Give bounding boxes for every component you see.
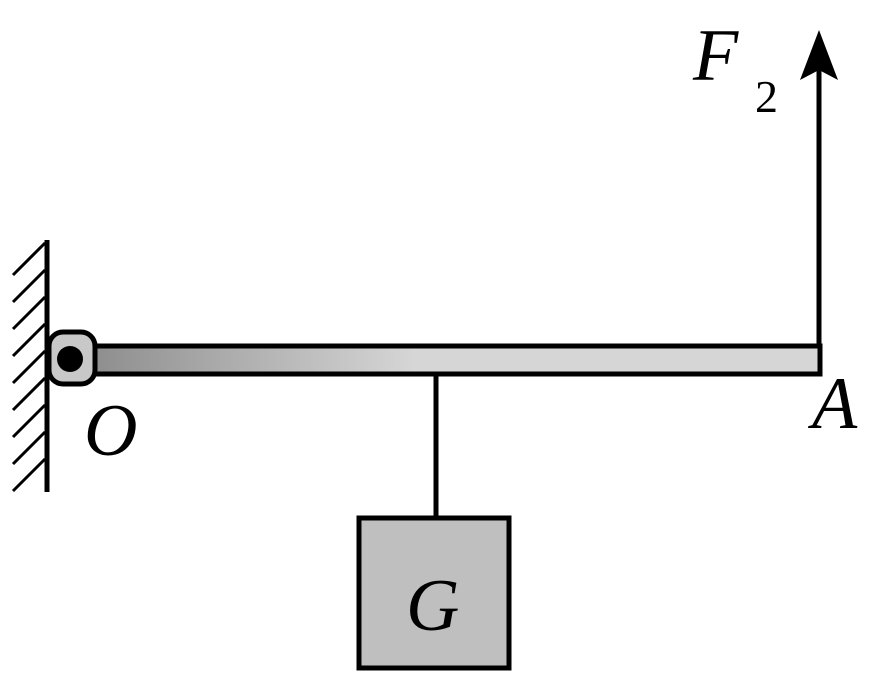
wall (11, 240, 50, 493)
lever-bar (81, 343, 823, 377)
label-pivot-O: O (84, 390, 137, 472)
pivot-pin (57, 346, 83, 372)
force-arrow-head (800, 30, 838, 80)
label-end-A: A (807, 363, 858, 445)
weight-block (356, 515, 512, 671)
pivot-hinge (46, 329, 98, 387)
label-force-F: F (692, 15, 739, 97)
label-weight-G: G (406, 565, 459, 647)
wall-hatching (11, 241, 47, 493)
force-arrow (800, 30, 838, 348)
label-force-subscript: 2 (755, 71, 778, 122)
